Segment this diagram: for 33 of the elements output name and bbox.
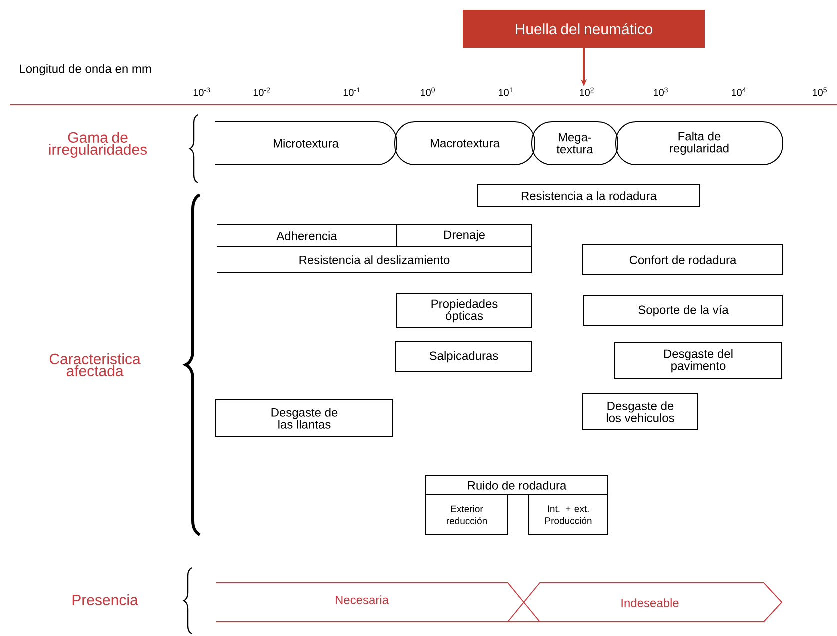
group-label: Caracteristica afectada: [50, 353, 141, 376]
tick-label: 10$^{0}$: [421, 88, 435, 96]
header-box: Huella del neumático: [463, 10, 705, 48]
property-box: Resistencia al deslizamiento: [216, 246, 532, 274]
group-label: Gama de irregularidades: [49, 132, 148, 158]
property-box: Desgaste de las llantas: [216, 400, 394, 438]
property-box: Ruido de rodadura: [426, 476, 608, 496]
tick-label: 10$^{4}$: [732, 88, 746, 96]
tick-label: 10$^{-1}$: [344, 88, 360, 96]
property-box: Drenaje: [396, 224, 532, 248]
property-box: Adherencia: [216, 224, 398, 248]
texture-band: Microtextura: [214, 122, 398, 166]
texture-band: Macrotextura: [394, 122, 536, 166]
texture-band: Falta de regularidad: [616, 122, 784, 166]
tick-label: 10$^{5}$: [813, 88, 827, 96]
property-box: Desgaste de los vehiculos: [582, 394, 698, 430]
tick-label: 10$^{-3}$: [194, 88, 210, 96]
property-box: Propiedades ópticas: [396, 294, 532, 328]
property-box: Salpicaduras: [396, 342, 532, 372]
property-box: Desgaste del pavimento: [614, 342, 782, 380]
tick-label: 10$^{1}$: [499, 88, 513, 96]
sub-box: Exterior reducción: [426, 494, 508, 536]
property-box: Soporte de la vía: [584, 296, 784, 326]
tick-label: 10$^{2}$: [580, 88, 594, 96]
tick-label: 10$^{3}$: [654, 88, 668, 96]
sub-box: Int. + ext. Producción: [528, 494, 608, 536]
group-label: Presencia: [72, 594, 138, 606]
property-box: Confort de rodadura: [582, 244, 784, 276]
property-box: Resistencia a la rodadura: [478, 184, 700, 208]
texture-band: Mega- textura: [532, 122, 618, 166]
tick-label: 10$^{-2}$: [254, 88, 270, 96]
presence-band: Necesaria: [216, 582, 542, 622]
axis-title: Longitud de onda en mm: [20, 64, 152, 76]
